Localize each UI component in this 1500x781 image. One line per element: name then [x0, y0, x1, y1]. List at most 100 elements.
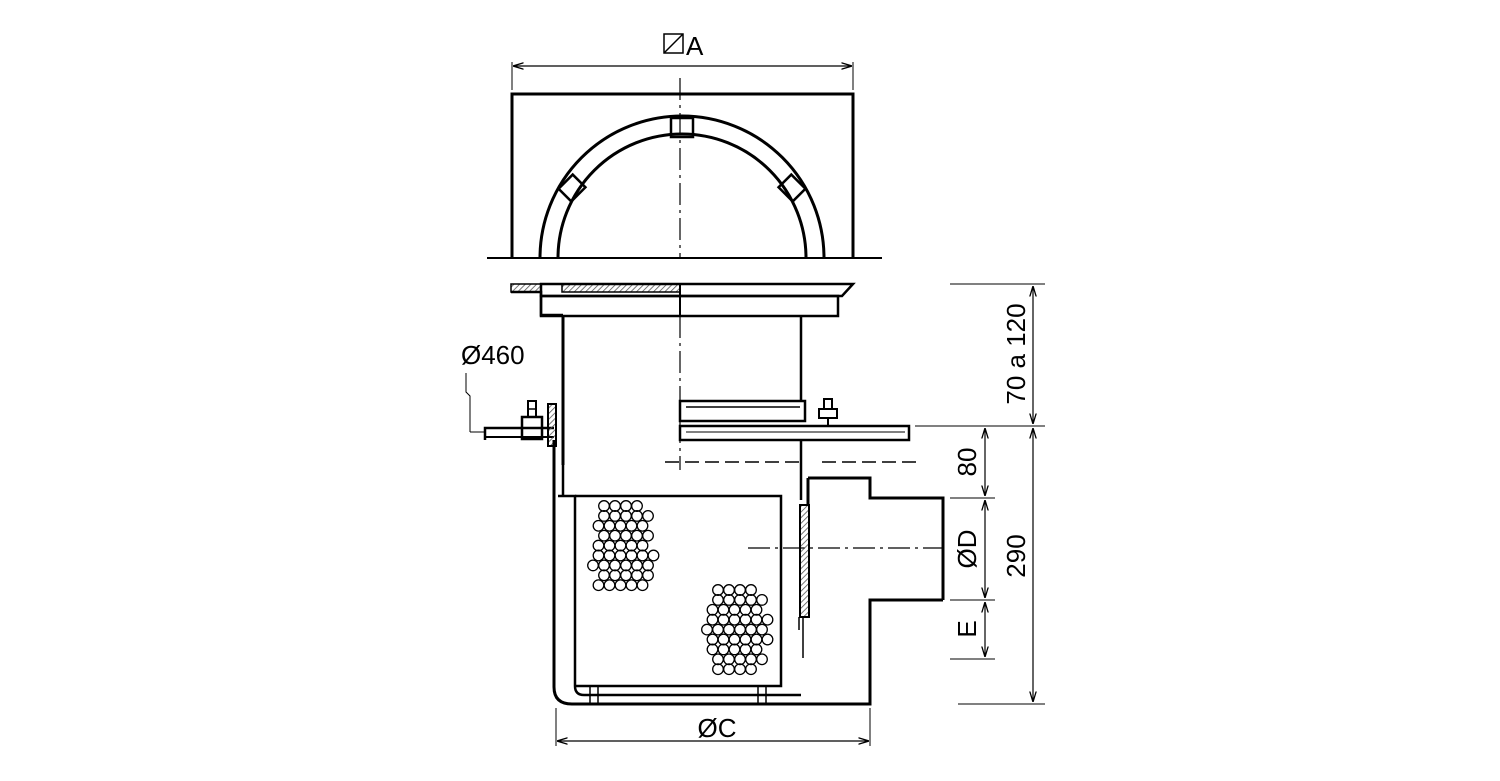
perforation-hole: [728, 613, 741, 626]
perforation-hole: [745, 623, 757, 636]
perforation-hole: [609, 529, 621, 542]
perforation-hole: [712, 653, 724, 666]
dim-460-label: Ø460: [461, 340, 525, 370]
perforation-hole: [609, 509, 621, 522]
perforation-hole: [750, 643, 763, 656]
perforation-hole: [723, 593, 735, 606]
perforation-hole: [750, 633, 763, 646]
perforation-hole: [620, 529, 632, 542]
grate-inner-arc: [556, 132, 808, 259]
perforation-hole: [745, 584, 757, 596]
perforation-hole: [712, 623, 724, 636]
square-symbol-icon: [663, 33, 684, 54]
dim-70-120-label: 70 a 120: [1001, 303, 1031, 404]
perforation-hole: [625, 519, 638, 532]
perforation-hole: [642, 529, 654, 542]
perforation-hole: [609, 559, 621, 572]
perforation-hole: [636, 539, 649, 552]
perforation-hole: [603, 579, 616, 592]
perforation-hole: [734, 663, 746, 676]
perforation-hole: [734, 593, 746, 606]
perforation-hole: [756, 593, 768, 606]
perforation-hole: [761, 633, 774, 646]
perforation-hole: [642, 559, 654, 572]
basket-perforations: [587, 500, 774, 676]
grate-tab-right: [776, 172, 808, 204]
perforation-hole: [631, 500, 643, 512]
perforation-hole: [734, 584, 746, 596]
perforation-hole: [647, 549, 660, 562]
perforation-hole: [717, 613, 730, 626]
dim-e-label: E: [952, 620, 982, 637]
perforation-hole: [761, 613, 774, 626]
perforation-hole: [592, 539, 605, 552]
right-dimensions: 70 a 120 290 80 ØD E: [915, 283, 1045, 705]
grate-tab-left: [556, 172, 588, 204]
perforation-hole: [603, 549, 616, 562]
perforation-hole: [642, 509, 654, 522]
top-flange: [510, 282, 856, 318]
perforation-hole: [734, 653, 746, 666]
perforation-hole: [620, 559, 632, 572]
perforation-hole: [620, 569, 632, 582]
perforation-hole: [717, 643, 730, 656]
perforation-hole: [592, 549, 605, 562]
perforation-hole: [609, 500, 621, 512]
section-view: Ø460: [461, 282, 945, 706]
perforation-hole: [609, 569, 621, 582]
bolt-right-icon: [818, 398, 838, 426]
perforation-hole: [625, 549, 638, 562]
perforation-hole: [706, 613, 719, 626]
perforation-hole: [598, 559, 610, 572]
perforation-hole: [739, 643, 752, 656]
perforation-hole: [598, 509, 610, 522]
perforation-hole: [706, 633, 719, 646]
perforation-hole: [631, 569, 643, 582]
perforation-hole: [728, 633, 741, 646]
perforation-hole: [598, 529, 610, 542]
perforation-hole: [614, 539, 627, 552]
perforation-hole: [717, 633, 730, 646]
perforation-hole: [756, 653, 768, 666]
perforation-hole: [614, 579, 627, 592]
perforation-hole: [734, 623, 746, 636]
perforation-hole: [706, 603, 719, 616]
perforation-hole: [625, 579, 638, 592]
perforation-hole: [642, 569, 654, 582]
perforation-hole: [631, 529, 643, 542]
perforation-hole: [603, 539, 616, 552]
perforation-hole: [625, 539, 638, 552]
perforation-hole: [745, 663, 757, 676]
perforation-hole: [598, 569, 610, 582]
perforation-hole: [750, 613, 763, 626]
perforation-hole: [745, 653, 757, 666]
trap-body: [552, 440, 945, 706]
perforation-hole: [739, 613, 752, 626]
perforation-hole: [756, 623, 768, 636]
perforation-hole: [723, 663, 735, 676]
perforation-hole: [636, 519, 649, 532]
dim-a-label: A: [686, 31, 704, 61]
grate-outer-arc: [538, 114, 826, 259]
perforation-hole: [592, 579, 605, 592]
perforation-hole: [598, 500, 610, 512]
sealing-flange: [678, 424, 911, 442]
dim-d-label: ØD: [952, 530, 982, 569]
perforation-hole: [706, 643, 719, 656]
perforation-hole: [636, 579, 649, 592]
perforation-hole: [614, 549, 627, 562]
dim-80-label: 80: [952, 448, 982, 477]
perforation-hole: [712, 593, 724, 606]
dim-460-leader: [465, 373, 485, 433]
perforation-hole: [712, 584, 724, 596]
perforation-hole: [614, 519, 627, 532]
perforation-hole: [739, 633, 752, 646]
perforation-hole: [745, 593, 757, 606]
bottom-dimension: ØC: [555, 708, 871, 746]
perforation-hole: [587, 559, 599, 572]
dim-290-label: 290: [1001, 534, 1031, 577]
perforation-hole: [728, 603, 741, 616]
grate-tab-top: [669, 116, 695, 139]
perforation-hole: [701, 623, 713, 636]
